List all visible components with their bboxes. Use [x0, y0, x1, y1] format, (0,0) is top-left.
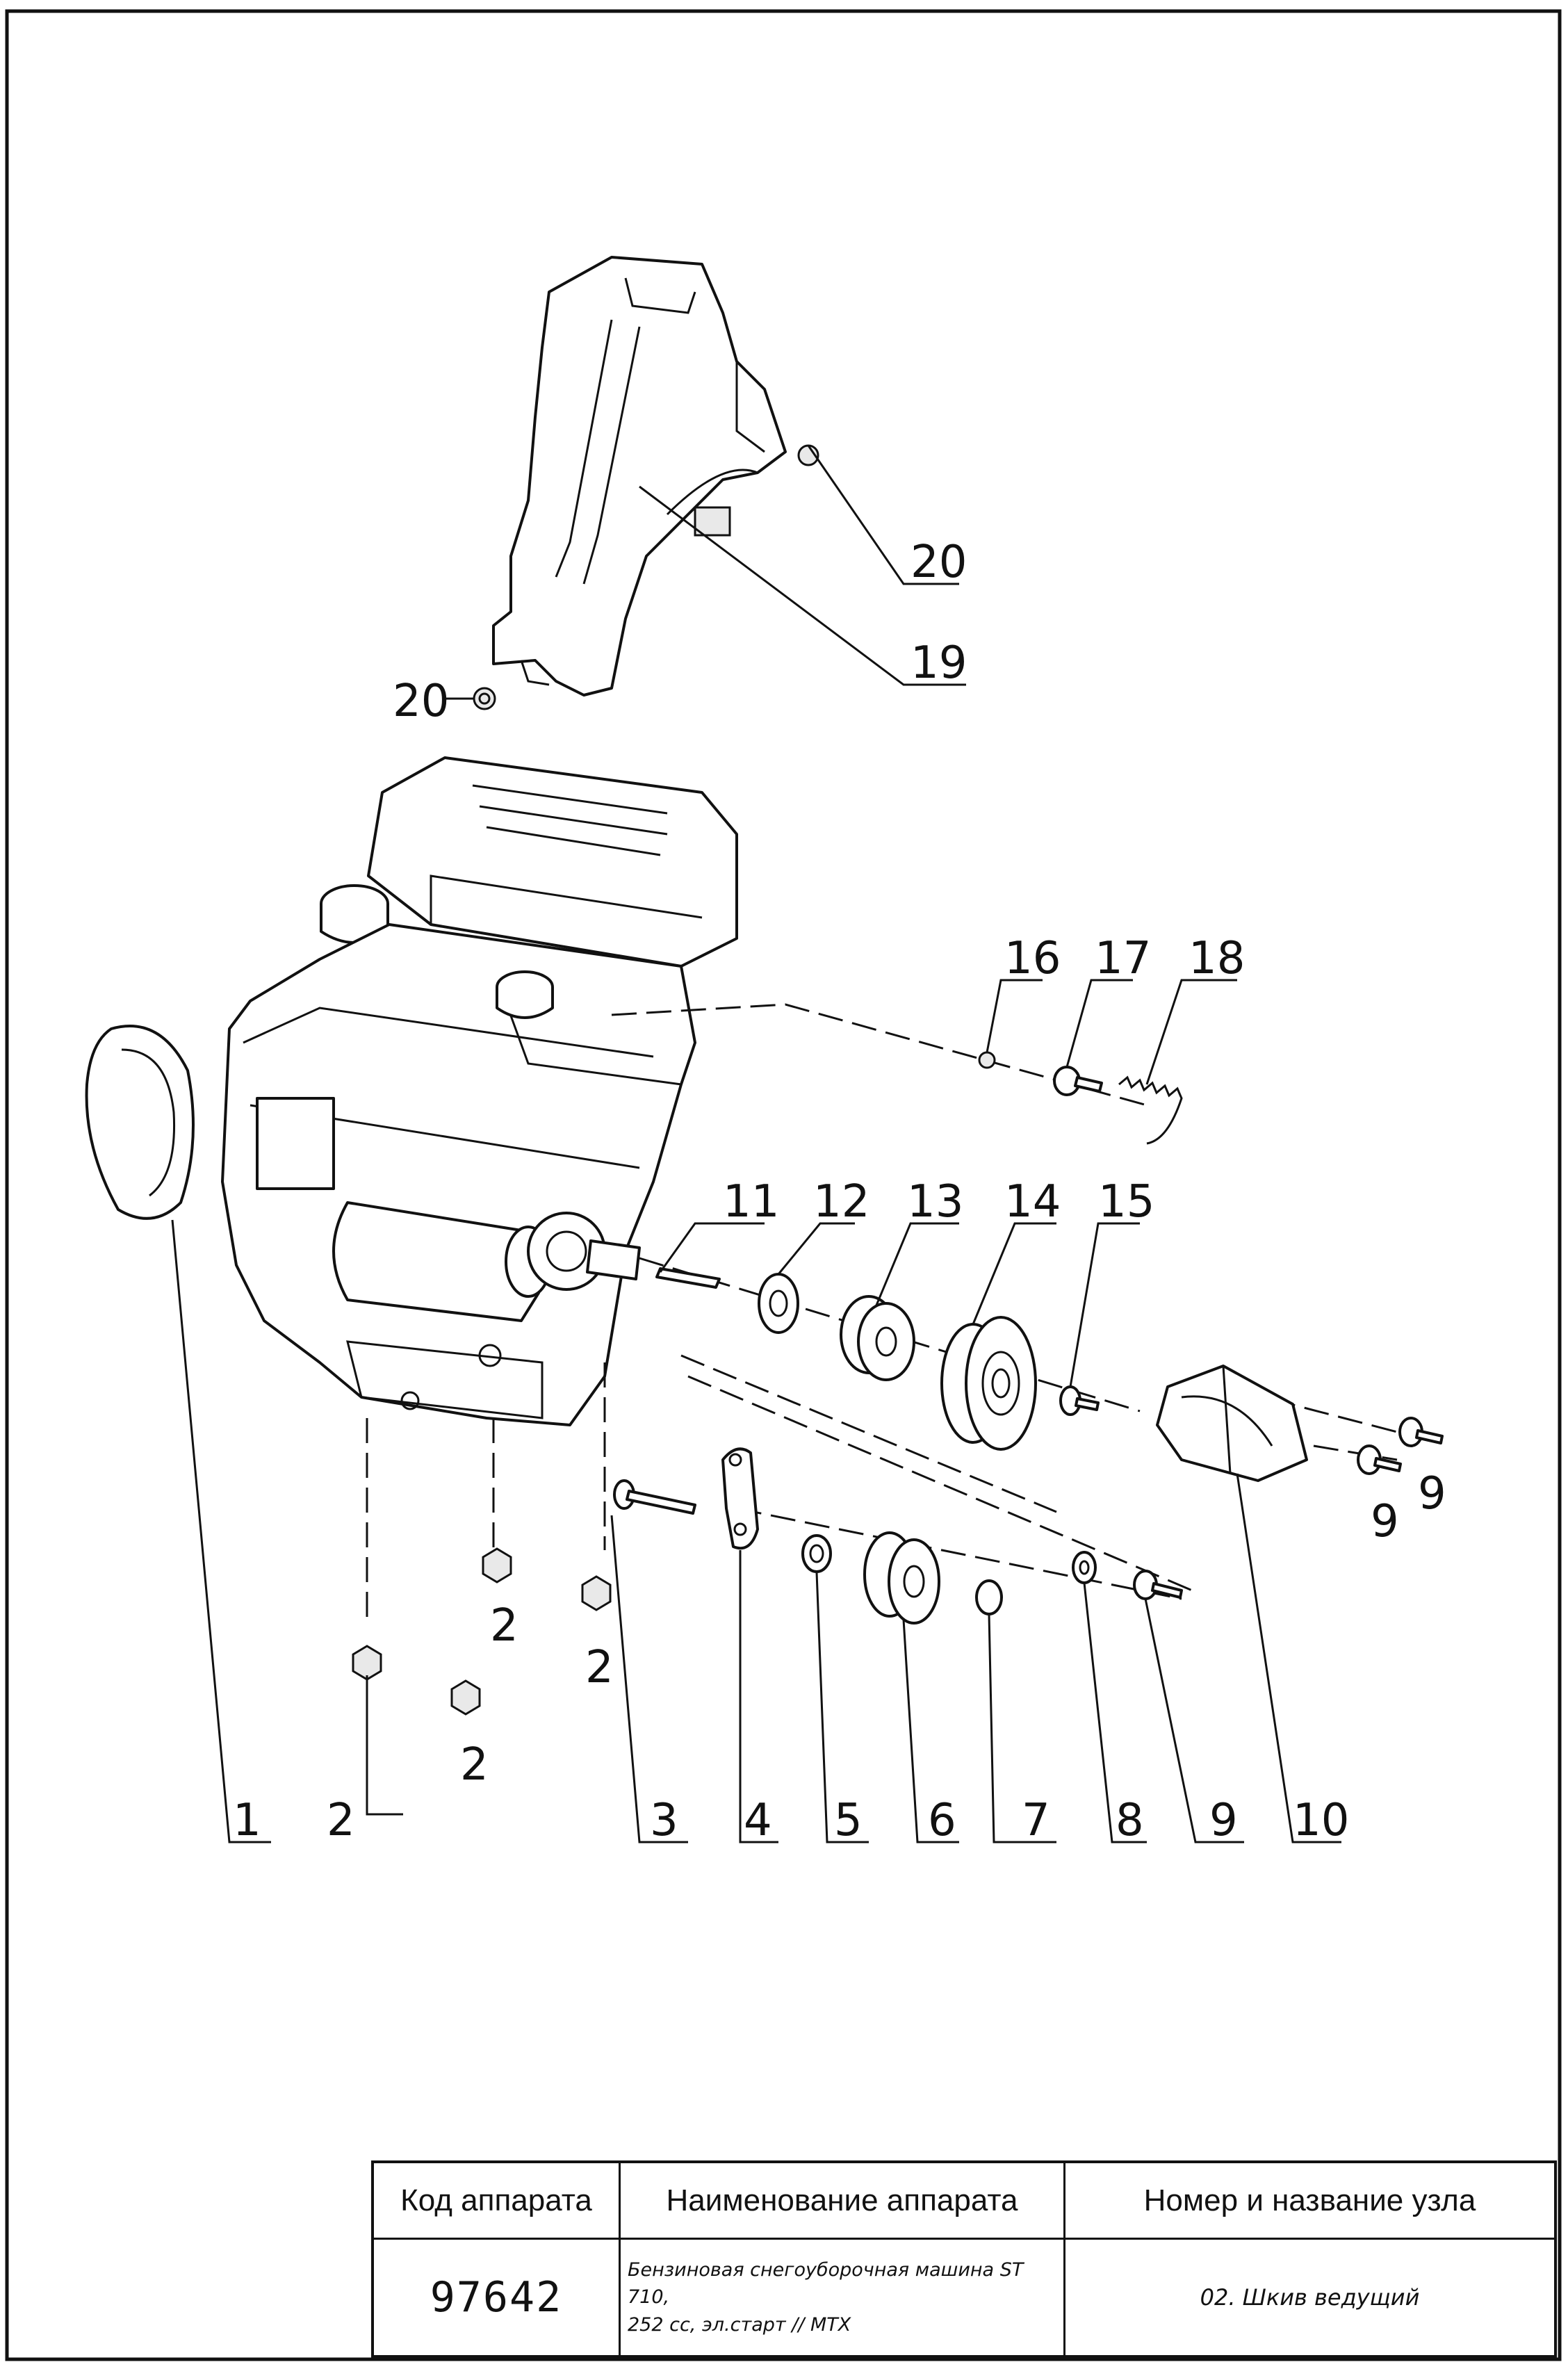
- callout-1: 1: [233, 1795, 261, 1846]
- belt-guard-cover: [492, 256, 787, 697]
- engine-nut-a: [352, 1645, 382, 1681]
- callout-9-guide-upper: 9: [1418, 1468, 1446, 1520]
- drive-pulley-large: [940, 1316, 1037, 1451]
- callout-16: 16: [1004, 933, 1061, 984]
- callout-17: 17: [1095, 933, 1151, 984]
- callout-20-lower: 20: [393, 676, 449, 727]
- flat-washer: [1072, 1551, 1097, 1584]
- callout-15: 15: [1098, 1176, 1154, 1228]
- callout-13: 13: [907, 1176, 963, 1228]
- belt-guide: [1156, 1365, 1308, 1482]
- callout-6: 6: [928, 1795, 956, 1846]
- device-name-value: Бензиновая снегоуборочная машина ST 710,…: [621, 2240, 1065, 2355]
- callout-labels: 1 2 2 2 2 3 4 5 6 7 8 9 9 9 10 11 12 13 …: [233, 537, 1446, 1846]
- callout-18: 18: [1189, 933, 1245, 984]
- pulley-bolt: [1059, 1385, 1100, 1416]
- callout-7: 7: [1022, 1795, 1050, 1846]
- sheet-frame: [5, 9, 1562, 2361]
- header-assembly: Номер и название узла: [1065, 2163, 1554, 2240]
- device-code-value: 97642: [374, 2240, 621, 2355]
- callout-2: 2: [327, 1795, 355, 1846]
- callout-2-nut-c: 2: [490, 1600, 518, 1652]
- engine-nut-d: [581, 1575, 612, 1611]
- leader-lines: [171, 445, 1341, 1843]
- assembly-value: 02. Шкив ведущий: [1200, 2284, 1420, 2311]
- callout-20-upper: 20: [910, 537, 967, 588]
- device-name-line-1: Бензиновая снегоуборочная машина ST 710,: [628, 2259, 1024, 2309]
- callout-11: 11: [723, 1176, 779, 1228]
- header-device-code: Код аппарата: [374, 2163, 621, 2240]
- engine-nut-c: [482, 1547, 512, 1584]
- bushing: [801, 1534, 832, 1573]
- idler-bracket: [721, 1447, 759, 1550]
- callout-10: 10: [1293, 1795, 1349, 1846]
- callout-5: 5: [834, 1795, 863, 1846]
- guide-bolt-upper: [1398, 1417, 1444, 1447]
- cover-nut-lower: [473, 687, 496, 710]
- header-device-name: Наименование аппарата: [621, 2163, 1065, 2240]
- callout-19: 19: [910, 637, 967, 689]
- idler-pulley: [863, 1531, 940, 1625]
- callout-8: 8: [1116, 1795, 1144, 1846]
- device-name-line-2: 252 сс, эл.старт // MTX: [628, 2313, 851, 2336]
- engine-assembly: [85, 756, 738, 1426]
- shaft-key: [655, 1267, 721, 1289]
- callout-9: 9: [1209, 1795, 1238, 1846]
- spacer-washer: [758, 1273, 799, 1334]
- pivot-bolt: [613, 1479, 696, 1515]
- callout-14: 14: [1004, 1176, 1061, 1228]
- callout-9-guide-lower: 9: [1371, 1496, 1399, 1547]
- guide-bolt-lower: [1357, 1444, 1402, 1475]
- shoulder-bolt: [1053, 1066, 1103, 1096]
- callout-4: 4: [744, 1795, 772, 1846]
- callout-12: 12: [813, 1176, 869, 1228]
- callout-2-nut-d: 2: [585, 1642, 614, 1693]
- engine-nut-b: [450, 1679, 481, 1716]
- title-block: Код аппарата Наименование аппарата Номер…: [371, 2160, 1557, 2358]
- tension-spring: [1118, 1075, 1183, 1145]
- callout-3: 3: [650, 1795, 678, 1846]
- drive-pulley-small: [840, 1295, 915, 1381]
- callout-2-nut-b: 2: [460, 1739, 489, 1791]
- bushing-small: [975, 1579, 1003, 1615]
- spring-clip: [978, 1051, 996, 1069]
